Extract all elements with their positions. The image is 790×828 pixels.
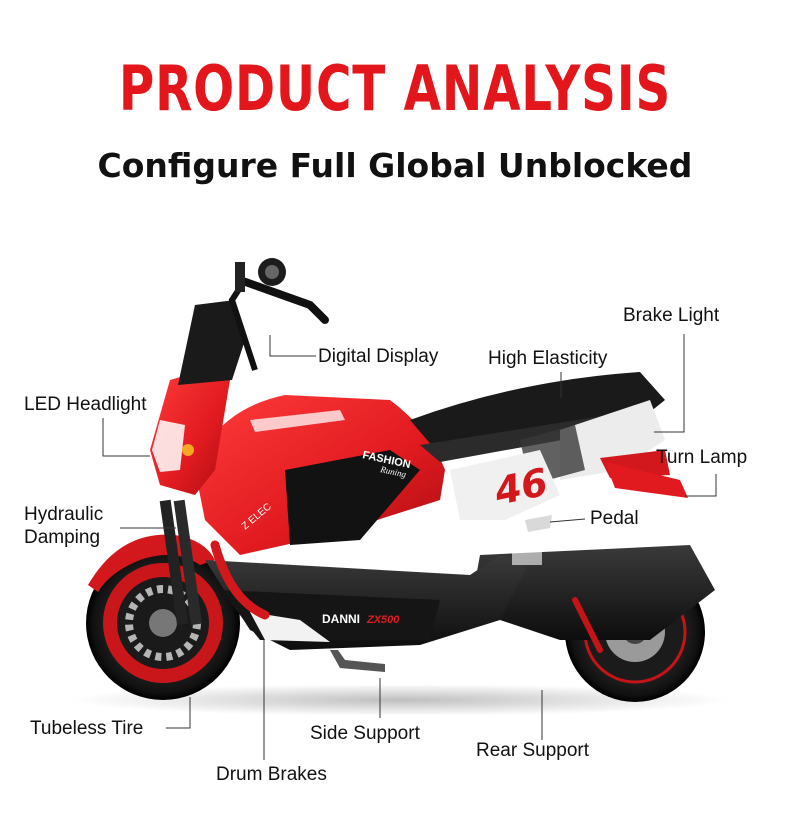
headlight-lens	[152, 420, 185, 472]
seat	[410, 372, 665, 455]
label-hydraulic-damping-line1: Hydraulic	[24, 504, 104, 525]
label-pedal: Pedal	[590, 508, 639, 529]
handlebar	[228, 258, 329, 371]
page-title: PRODUCT ANALYSIS	[118, 52, 672, 125]
windscreen	[178, 300, 245, 385]
label-rear-support: Rear Support	[476, 740, 590, 761]
race-number: 46	[490, 460, 552, 514]
pedal	[525, 515, 552, 532]
pedal-mount	[512, 535, 542, 565]
rear-shock	[572, 597, 603, 653]
label-drum-brakes: Drum Brakes	[216, 764, 327, 785]
model-code-text: ZX500	[366, 614, 400, 626]
label-led-headlight: LED Headlight	[24, 394, 147, 415]
tail-section	[560, 400, 665, 480]
label-high-elasticity: High Elasticity	[488, 348, 608, 369]
label-tubeless-tire: Tubeless Tire	[30, 718, 144, 739]
label-side-support: Side Support	[310, 723, 420, 744]
ground-shadow	[70, 684, 730, 716]
side-panel-white	[250, 612, 330, 642]
front-fork	[159, 499, 202, 626]
rear-swingarm	[470, 545, 715, 640]
page-subtitle: Configure Full Global Unblocked	[97, 146, 693, 185]
tank-black-panel	[285, 450, 420, 545]
label-turn-lamp: Turn Lamp	[656, 447, 748, 468]
rear-side-panel	[450, 450, 560, 520]
label-hydraulic-damping: Hydraulic Damping	[24, 503, 103, 549]
label-hydraulic-damping-line2: Damping	[24, 527, 101, 548]
side-stand	[330, 650, 385, 672]
tank-stripes	[250, 410, 345, 432]
model-name-text: DANNI	[322, 612, 360, 626]
turn-signal-front	[182, 444, 194, 456]
front-wheel	[86, 546, 240, 700]
label-brake-light: Brake Light	[623, 305, 720, 326]
crash-bar	[210, 540, 270, 620]
label-digital-display: Digital Display	[318, 346, 439, 367]
rear-fender-red	[605, 462, 688, 498]
